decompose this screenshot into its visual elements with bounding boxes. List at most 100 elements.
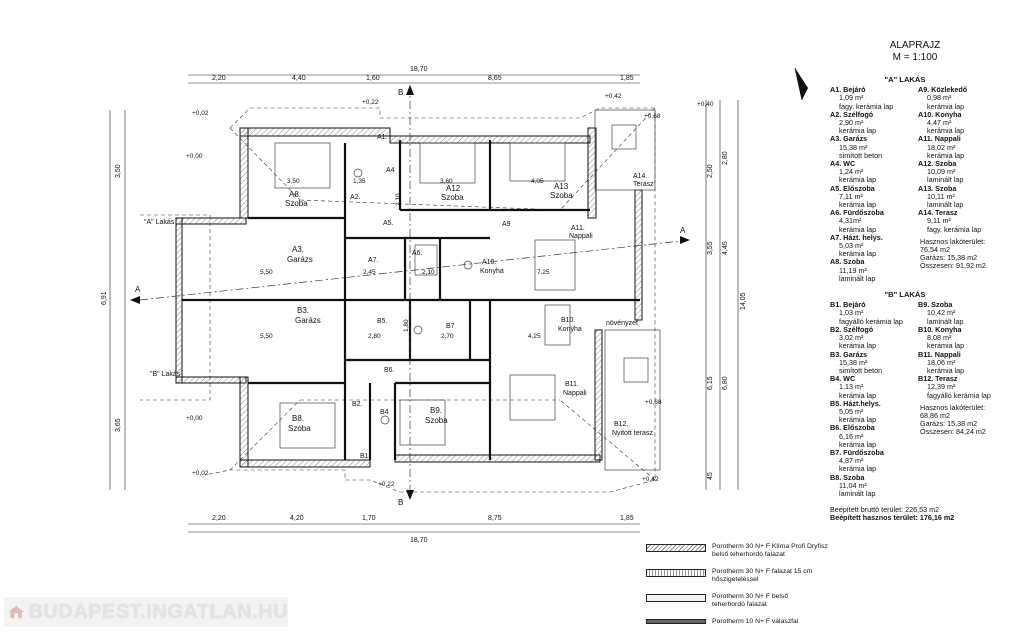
room-code: A2. Szélfogó [830, 109, 874, 119]
room-area: 1,09 m² [839, 93, 864, 103]
section-label-b-top: B [398, 88, 403, 97]
legend-swatch [646, 544, 706, 552]
room-area: 2,90 m² [839, 118, 864, 128]
inner-dim-13: 3,50 [287, 178, 300, 185]
room-finish: kerámia lap [839, 390, 877, 400]
dim-top-2: 4,40 [292, 75, 306, 82]
room-a14-name: Terasz [633, 181, 654, 188]
legend-text: Porotherm 10 N+ F válaszfal [712, 618, 798, 626]
room-finish: kerámia lap [839, 175, 877, 185]
room-b7-code: B7 [446, 323, 455, 330]
room-code: A11. Nappali [918, 134, 961, 144]
room-a13-code: A13 [554, 182, 569, 191]
room-finish: kerámia lap [839, 224, 877, 234]
room-a11-code: A11. [571, 225, 585, 232]
legend-line: belső teherhordó falazat [712, 551, 785, 558]
room-area: 0,98 m² [927, 93, 952, 103]
room-a8-name: Szoba [285, 199, 308, 208]
room-area: 12,39 m² [927, 382, 956, 392]
built-area: Beépített bruttó terület: 226,53 m2 [830, 505, 940, 515]
dim-bottom-4: 8,75 [488, 515, 502, 522]
watermark-text: BUDAPEST.INGATLAN.HU [28, 600, 288, 623]
unit-label-a: "A" Lakás [144, 219, 175, 226]
legend-line: hőszigeteléssel [712, 576, 759, 583]
inner-dim-3: 2,10 [422, 269, 435, 276]
dim-right-7: 6,80 [722, 376, 729, 390]
room-code: A8. Szoba [830, 257, 865, 267]
legend-swatch [646, 594, 706, 602]
room-finish: simított beton [839, 365, 883, 375]
room-code: B7. Fürdőszoba [830, 447, 884, 457]
room-finish: kerámia lap [927, 150, 965, 160]
dim-top-1: 2,20 [212, 75, 226, 82]
room-a10-name: Konyha [480, 268, 504, 275]
legend-line: Porotherm 30 N+ F belső [712, 593, 789, 600]
summary-line: Garázs: 15,38 m2 [920, 253, 978, 263]
room-code: A4. WC [830, 159, 856, 169]
room-area: 4,31m² [839, 216, 862, 226]
dimension-lines [109, 74, 739, 533]
room-finish: laminált lap [839, 488, 876, 498]
room-area: 6,16 m² [839, 431, 864, 441]
room-code: B5. Házt.helys. [830, 398, 881, 408]
summary-line: Összesen: 84,24 m2 [920, 427, 986, 437]
room-area: 10,42 m² [927, 308, 956, 318]
room-area: 5,05 m² [839, 406, 864, 416]
room-b4-code: B4 [380, 409, 389, 416]
room-b11-name: Nappali [563, 390, 587, 397]
room-finish: kerámia lap [927, 101, 965, 111]
dim-left-2: 6,91 [101, 291, 108, 305]
plan-title: ALAPRAJZ [889, 40, 941, 51]
room-finish: kerámia lap [839, 200, 877, 210]
level-6: +0,68 [644, 113, 661, 120]
room-finish: kerámia lap [839, 439, 877, 449]
room-b6-code: B6. [384, 367, 395, 374]
unit-label-b: "B" Lakás [150, 371, 181, 378]
level-11: +0,02 [192, 470, 209, 477]
inner-dim-9: 1,80 [403, 319, 410, 332]
dim-right-3: 3,55 [707, 241, 714, 255]
room-a11-name: Nappali [569, 233, 593, 240]
room-b12-code: B12. [614, 421, 628, 428]
room-finish: kerámia lap [839, 249, 877, 259]
dim-top-5: 1,85 [620, 75, 634, 82]
room-code: B11. Nappali [918, 349, 961, 359]
room-b9-name: Szoba [425, 416, 448, 425]
inner-dimensions: 5,50 2,45 2,10 7,25 5,50 2,80 2,70 4,25 … [260, 178, 550, 340]
room-code: B3. Garázs [830, 349, 868, 359]
room-area: 15,38 m² [839, 357, 868, 367]
level-7: +0,00 [186, 415, 203, 422]
room-code: B2. Szélfogó [830, 324, 874, 334]
exterior-walls [175, 127, 643, 468]
section-b-summary: Hasznos lakóterület: 68,86 m2 Garázs: 15… [918, 402, 1006, 437]
room-b5-code: B5. [377, 318, 388, 325]
room-code: B6. Előszoba [830, 423, 875, 433]
inner-dim-10: 2,10 [395, 193, 402, 206]
dim-right-2: 2,80 [722, 151, 729, 165]
inner-dim-12: 4,05 [531, 178, 544, 185]
room-b8-code: B8. [292, 414, 304, 423]
room-finish: laminált lap [927, 200, 964, 210]
legend-line: Porotherm 10 N+ F válaszfal [712, 618, 799, 625]
terrace-pads [594, 109, 661, 471]
level-4: +0,42 [605, 93, 622, 100]
room-a8-code: A8. [289, 190, 301, 199]
north-arrow-icon [794, 67, 808, 101]
room-area: 9,11 m² [927, 216, 951, 226]
room-code: B1. Bejáró [830, 300, 866, 310]
summary-line: Hasznos lakóterület: [920, 402, 986, 412]
